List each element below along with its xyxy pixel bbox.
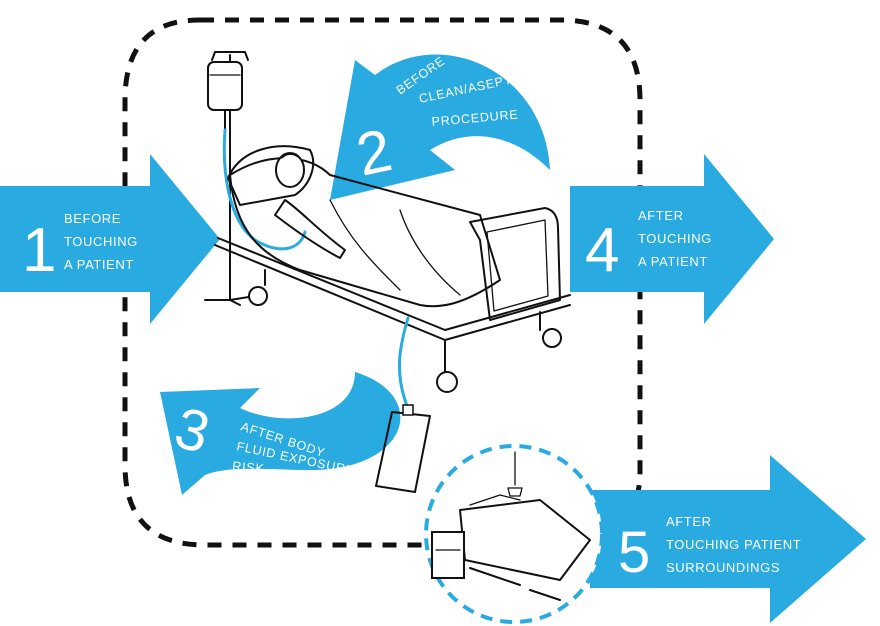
moment-4-label-line3: A PATIENT: [638, 254, 708, 269]
moment-5-arrow: 5 AFTER TOUCHING PATIENT SURROUNDINGS: [590, 455, 866, 623]
moment-5-label-line2: TOUCHING PATIENT: [666, 537, 801, 552]
moment-4-number: 4: [585, 216, 619, 285]
moment-3-label-line3: RISK: [232, 459, 265, 476]
moment-1-label-line3: A PATIENT: [64, 257, 134, 272]
moment-1-label-line1: BEFORE: [64, 211, 121, 226]
moment-1-label-line2: TOUCHING: [64, 234, 138, 249]
moment-1-arrow: 1 BEFORE TOUCHING A PATIENT: [0, 154, 220, 324]
moment-4-label-line2: TOUCHING: [638, 231, 712, 246]
moment-1-number: 1: [22, 216, 56, 285]
patient-surroundings-icon: [426, 446, 602, 622]
moment-5-number: 5: [618, 520, 650, 585]
moment-5-label-line1: AFTER: [666, 514, 712, 529]
moment-3-arrow: 3 AFTER BODY FLUID EXPOSURE RISK: [160, 372, 400, 495]
moment-4-arrow: 4 AFTER TOUCHING A PATIENT: [570, 154, 774, 324]
moment-4-label-line1: AFTER: [638, 208, 684, 223]
moment-2-arrow: 2 BEFORE CLEAN/ASEPTIC PROCEDURE: [330, 54, 550, 200]
moment-5-label-line3: SURROUNDINGS: [666, 560, 780, 575]
